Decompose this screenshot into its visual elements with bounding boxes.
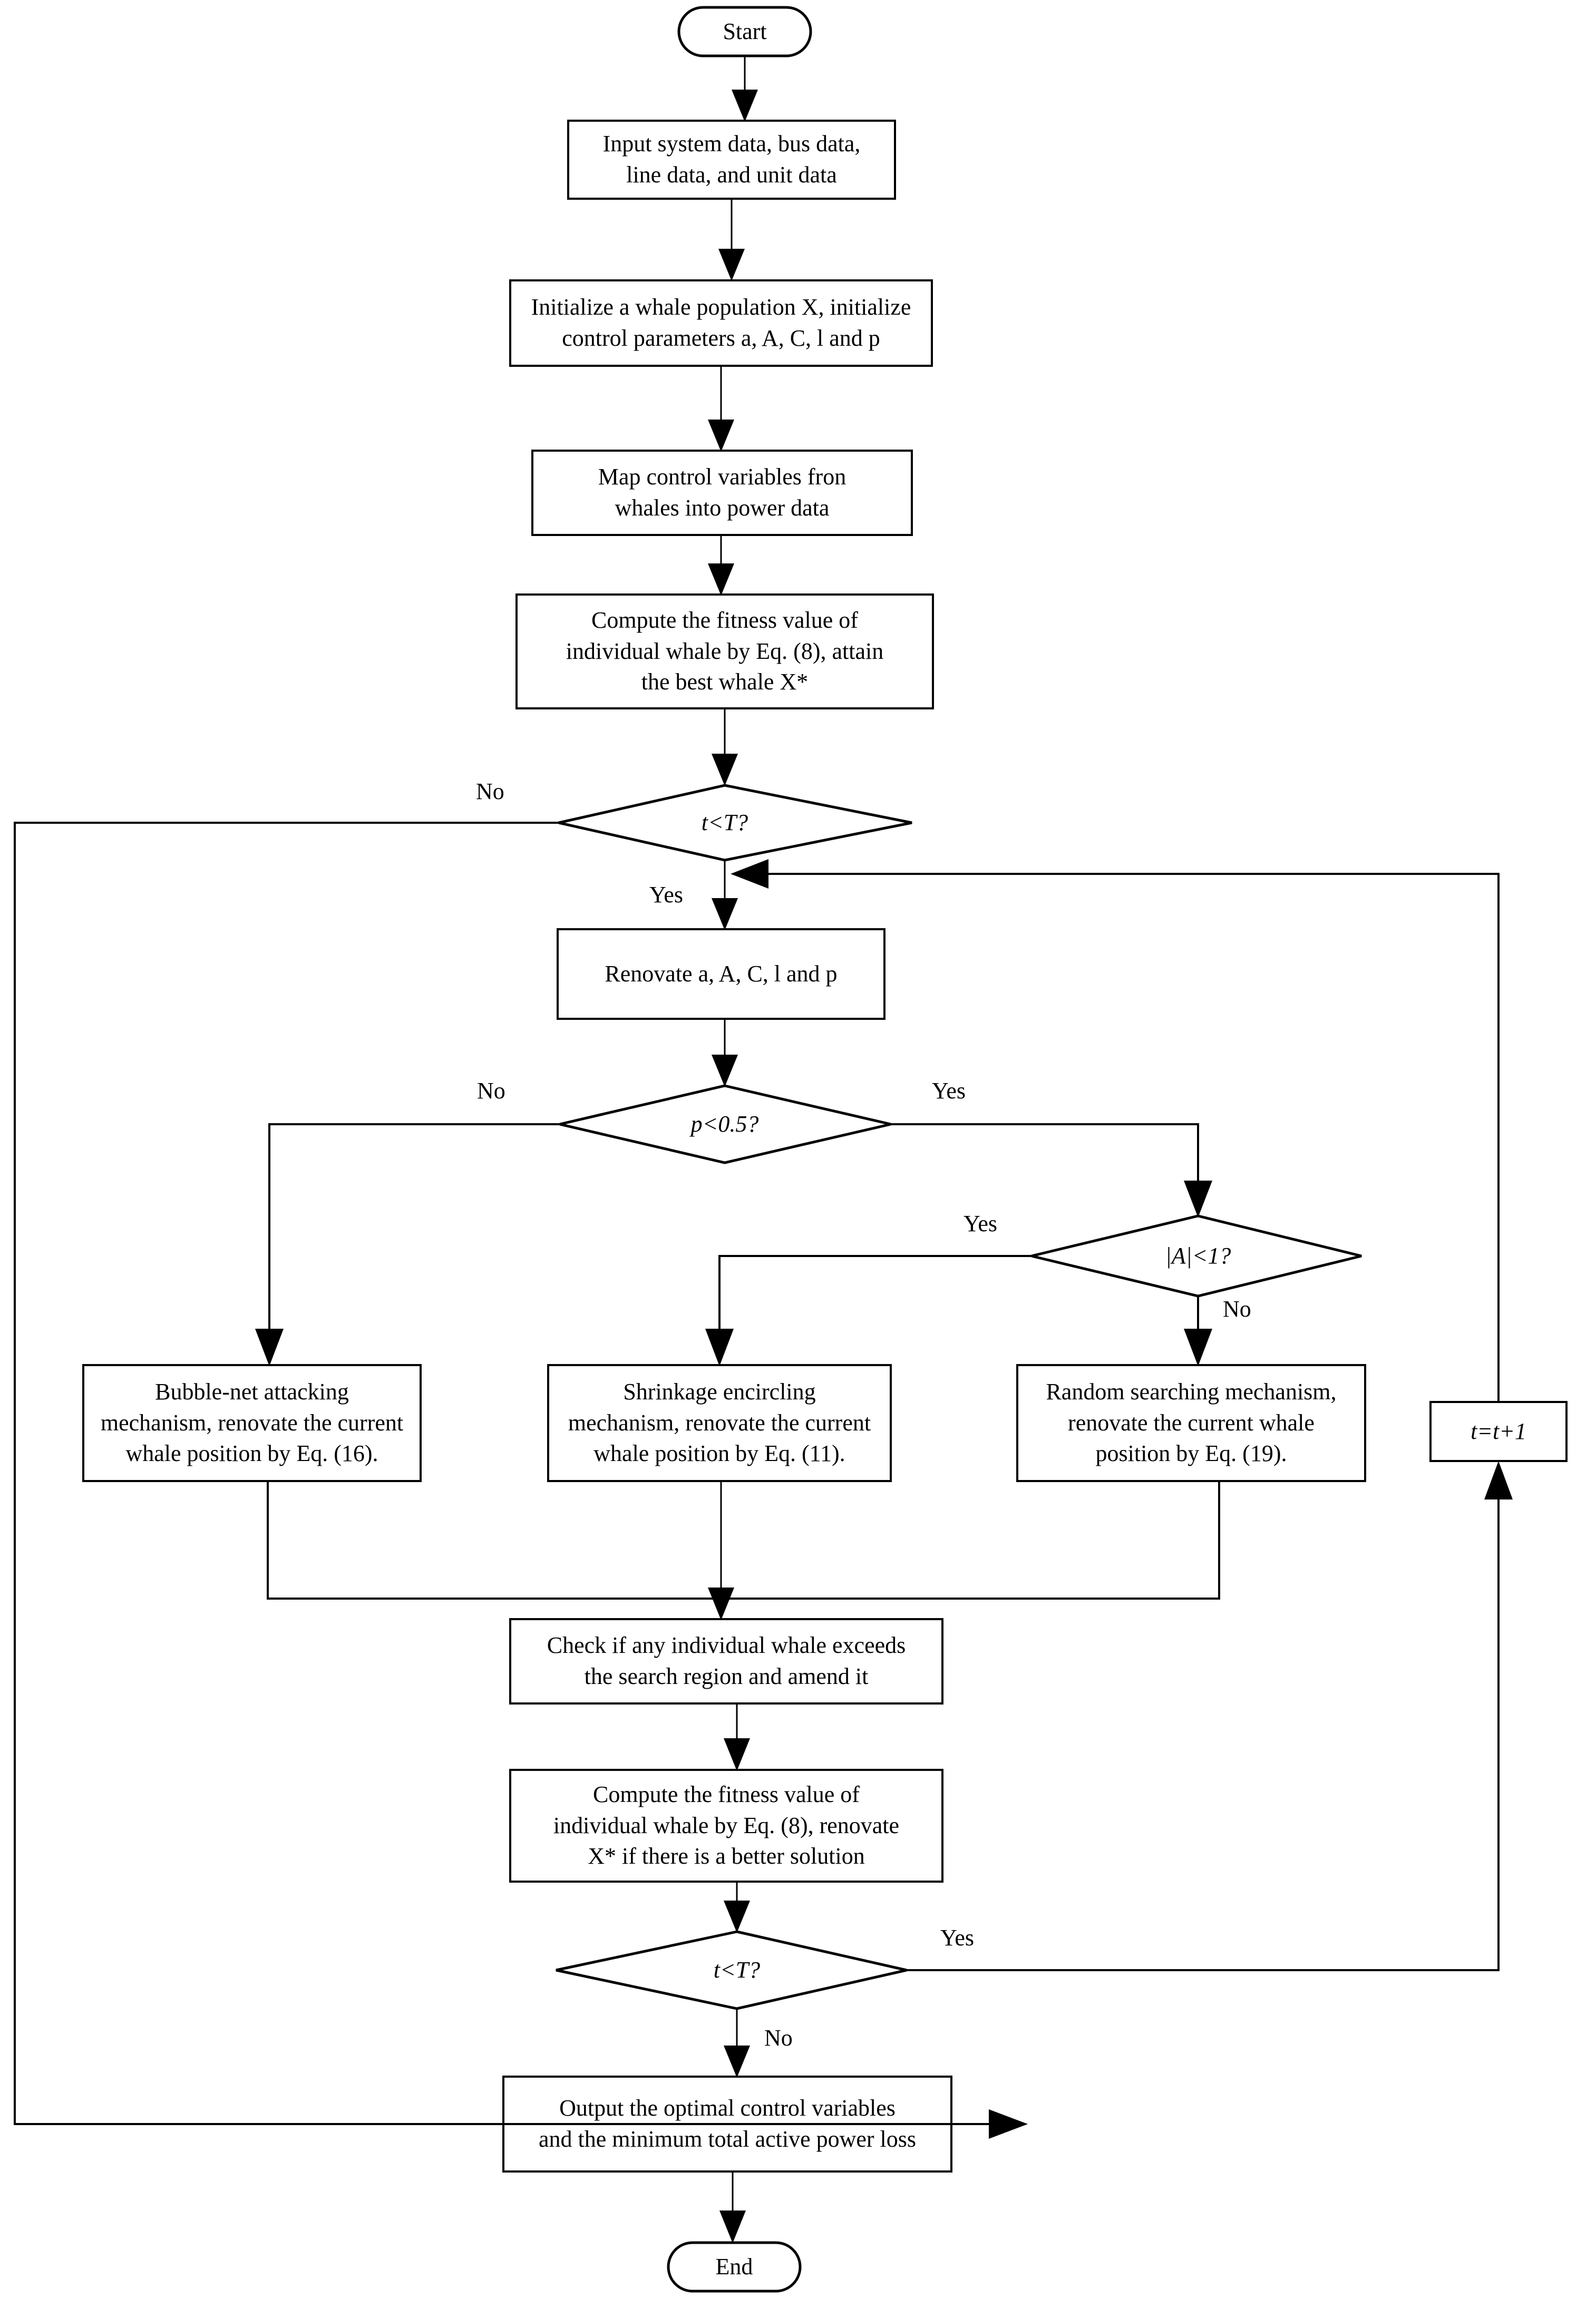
node-end-shape	[667, 2241, 802, 2293]
node-start-shape	[677, 6, 812, 57]
arrowhead-compute-fitness-1-to-decision-1	[712, 754, 738, 786]
edge-label-decision-2-yes: Yes	[940, 1925, 975, 1951]
node-decision-t-lt-T-1-shape	[558, 784, 912, 862]
arrowhead-decision-A-yes-to-shrinkage	[705, 1329, 734, 1366]
node-decision-abs-A-lt-1-shape	[1031, 1214, 1362, 1298]
arrowhead-initialize-to-map	[708, 420, 734, 452]
node-input-data-shape	[567, 120, 896, 200]
arrowhead-check-bounds-to-compute-fitness-2	[724, 1738, 750, 1771]
edge-increment-t-to-decision-1-yes-trunk	[763, 873, 1500, 1402]
arrowhead-decision-p-yes-to-decision-A	[1184, 1181, 1212, 1218]
arrowhead-decision-A-no-to-random-search	[1184, 1329, 1212, 1366]
arrowhead-decision-1-yes-to-renovate	[712, 898, 738, 930]
node-check-bounds-shape	[509, 1618, 943, 1705]
arrowhead-renovate-to-decision-p	[712, 1055, 738, 1087]
arrowhead-decision-2-yes-to-increment-t	[1484, 1461, 1513, 1499]
arrowhead-decision-p-no-to-bubble-net	[255, 1329, 284, 1366]
edge-decision-A-yes-to-shrinkage	[718, 1255, 1031, 1339]
arrowhead-decision-1-no-to-output	[989, 2109, 1028, 2139]
node-decision-t-lt-T-2-shape	[556, 1930, 907, 2010]
edge-decision-1-no-to-output	[14, 822, 1001, 2125]
arrowhead-output-to-end	[719, 2210, 746, 2243]
node-shrinkage-shape	[547, 1364, 892, 1482]
node-compute-fitness-2-shape	[509, 1769, 943, 1883]
node-renovate-params-shape	[557, 928, 885, 1020]
node-bubble-net-shape	[82, 1364, 422, 1482]
arrowhead-compute-fitness-2-to-decision-2	[724, 1901, 750, 1933]
node-compute-fitness-1-shape	[515, 593, 934, 709]
edge-decision-2-yes-to-increment-t	[907, 1492, 1500, 1971]
edge-label-decision-A-yes: Yes	[964, 1211, 998, 1236]
node-decision-p-lt-05-shape	[559, 1084, 891, 1164]
edge-label-decision-2-no: No	[764, 2025, 793, 2051]
node-map-variables-shape	[531, 450, 913, 536]
edge-label-decision-1-yes: Yes	[649, 882, 684, 908]
node-random-search-shape	[1016, 1364, 1366, 1482]
arrowhead-merge-to-check-bounds	[708, 1588, 734, 1620]
edge-label-decision-p-yes: Yes	[932, 1078, 966, 1104]
edge-label-decision-1-no: No	[476, 778, 504, 804]
node-increment-t-shape	[1429, 1401, 1568, 1462]
arrowhead-map-to-compute-fitness-1	[708, 563, 734, 596]
arrowhead-start-to-input	[732, 90, 758, 122]
arrowhead-increment-t-to-yes-trunk	[731, 859, 768, 889]
edge-label-decision-p-no: No	[477, 1078, 505, 1104]
edge-decision-p-no-to-bubble-net	[268, 1123, 560, 1339]
arrowhead-decision-2-no-to-output	[724, 2046, 750, 2078]
node-initialize-shape	[509, 279, 933, 367]
edge-mechanisms-merge-bar	[267, 1481, 1220, 1600]
arrowhead-input-to-initialize	[718, 249, 745, 281]
edge-decision-p-yes-to-decision-A	[891, 1123, 1199, 1191]
edge-label-decision-A-no: No	[1223, 1296, 1251, 1322]
